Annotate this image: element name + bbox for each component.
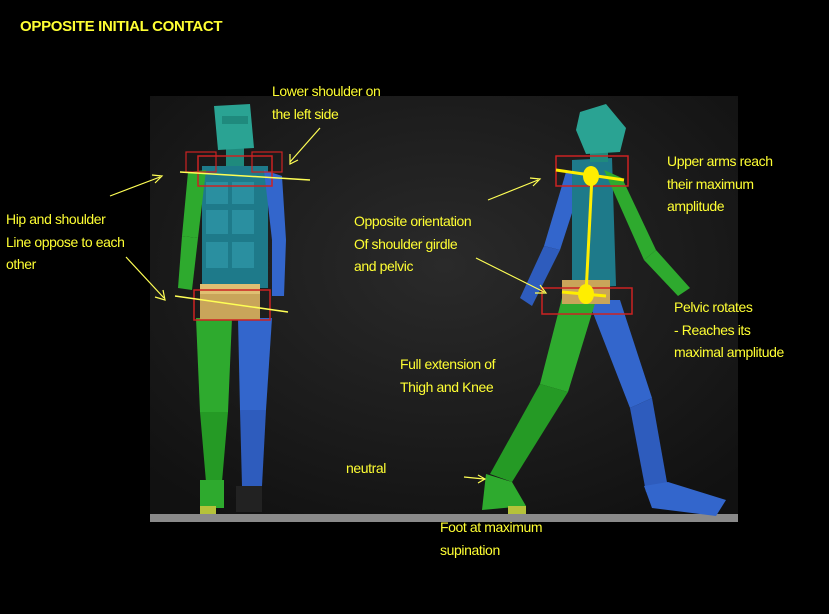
floor [150,514,738,522]
hip-joint-marker [578,284,594,304]
frontal-right-arm [182,170,206,238]
arrow-neutral [463,476,485,480]
label-hip-shoulder: Hip and shoulder Line oppose to each oth… [6,211,125,272]
frontal-head [214,104,254,150]
label-lower-shoulder: Lower shoulder on the left side [272,83,381,122]
label-foot: Foot at maximum supination [440,519,543,558]
frontal-hip-line [174,295,289,313]
arrow-orientation-lower [475,257,545,293]
sagittal-head [576,104,626,154]
arrow-lower-shoulder [289,127,321,163]
sagittal-right-shin [490,384,568,482]
frontal-left-shin [240,410,266,486]
annotation-arrows [109,127,548,484]
sagittal-left-foot [644,482,726,516]
frontal-left-arm [264,170,286,240]
label-full-extension: Full extension of Thigh and Knee [400,356,496,395]
frontal-pelvis-box [193,289,271,321]
label-upper-arms: Upper arms reach their maximum amplitude [667,153,773,214]
label-neutral: neutral [346,460,387,476]
sagittal-right-foot [482,474,526,510]
label-pelvic-rotates: Pelvic rotates - Reaches its maximal amp… [674,299,784,360]
sagittal-right-arm [604,170,656,260]
sagittal-left-shin [630,398,668,492]
sagittal-left-thigh [588,300,652,408]
frontal-figure [174,104,311,514]
frontal-right-shin [200,412,228,482]
sagittal-trunk-axis [584,175,594,295]
frontal-right-foot [200,480,224,508]
sagittal-right-thigh [540,298,596,392]
sagittal-torso [572,158,616,288]
arrow-hip-shoulder-lower [125,256,165,299]
sagittal-figure [482,104,726,516]
label-opposite-orientation: Opposite orientation Of shoulder girdle … [354,213,472,274]
shoulder-joint-marker [583,166,599,186]
frontal-shoulder-line [179,171,311,181]
frontal-left-thigh [238,318,272,410]
arrow-hip-shoulder-upper [109,176,161,197]
frontal-right-thigh [196,318,232,412]
frontal-left-foot [236,486,262,512]
arrow-orientation-upper [487,179,539,201]
slide-title: OPPOSITE INITIAL CONTACT [20,18,223,35]
frontal-shoulder-box [197,155,273,187]
